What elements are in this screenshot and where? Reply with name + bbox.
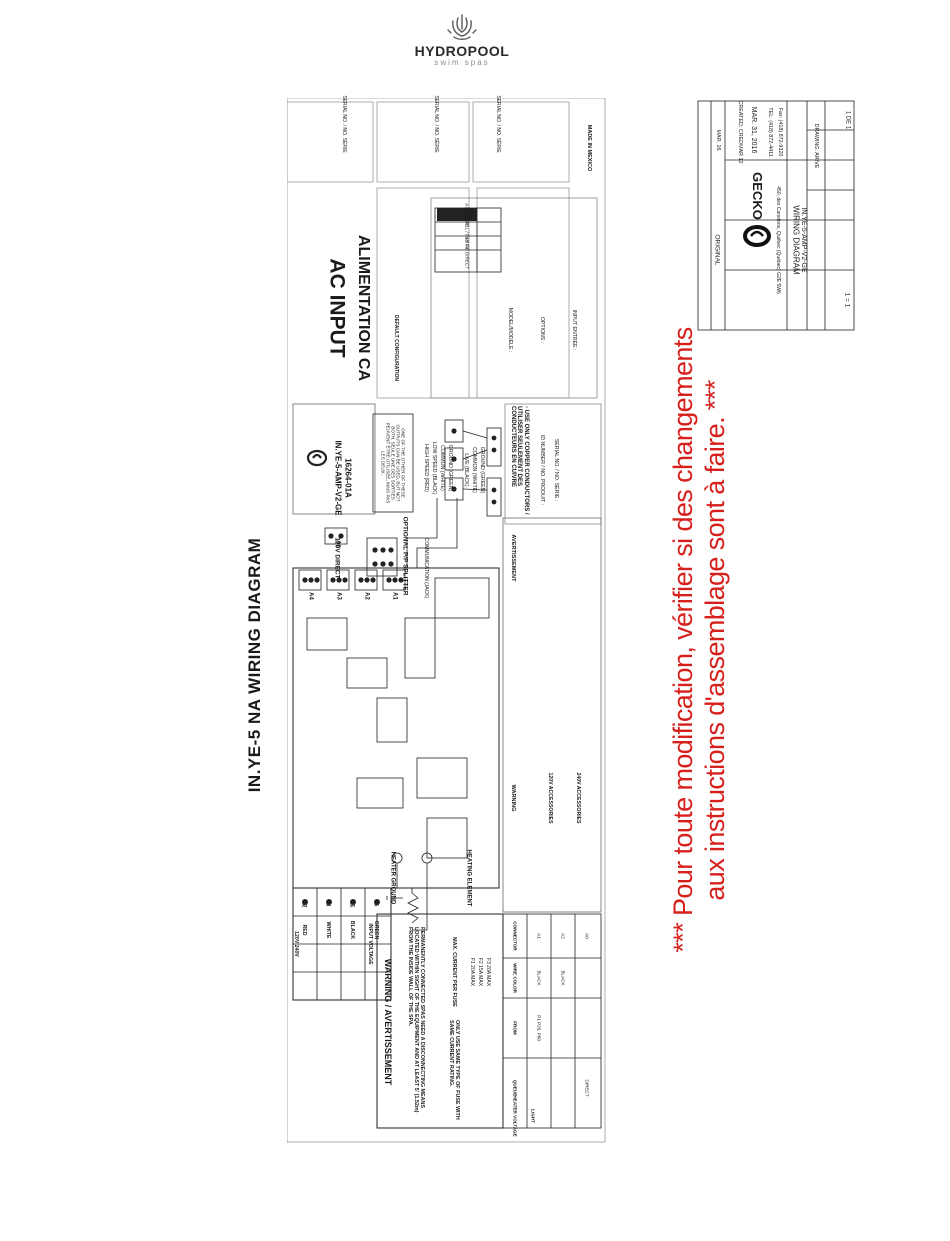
wiring-diagram-drawing xyxy=(287,98,606,1143)
title-block: GECKO 450, des Canetons, Québec (Québec)… xyxy=(697,100,857,332)
wiring-diagram-sheet: IN.YE-5-AMP-V2-GE 16264-01A ONE OF THE O… xyxy=(287,95,607,1143)
title-block-frame xyxy=(697,100,855,331)
assembly-note-line-1: *** Pour toute modification, vérifier si… xyxy=(668,327,699,953)
brand-name: HYDROPOOL xyxy=(414,43,510,59)
brand-header: HYDROPOOL swim spas xyxy=(400,12,524,67)
hydropool-logo-icon xyxy=(447,14,477,40)
brand-tagline: swim spas xyxy=(434,58,490,67)
assembly-note-line-2: aux instructions d'assemblage sont à fai… xyxy=(700,380,730,901)
